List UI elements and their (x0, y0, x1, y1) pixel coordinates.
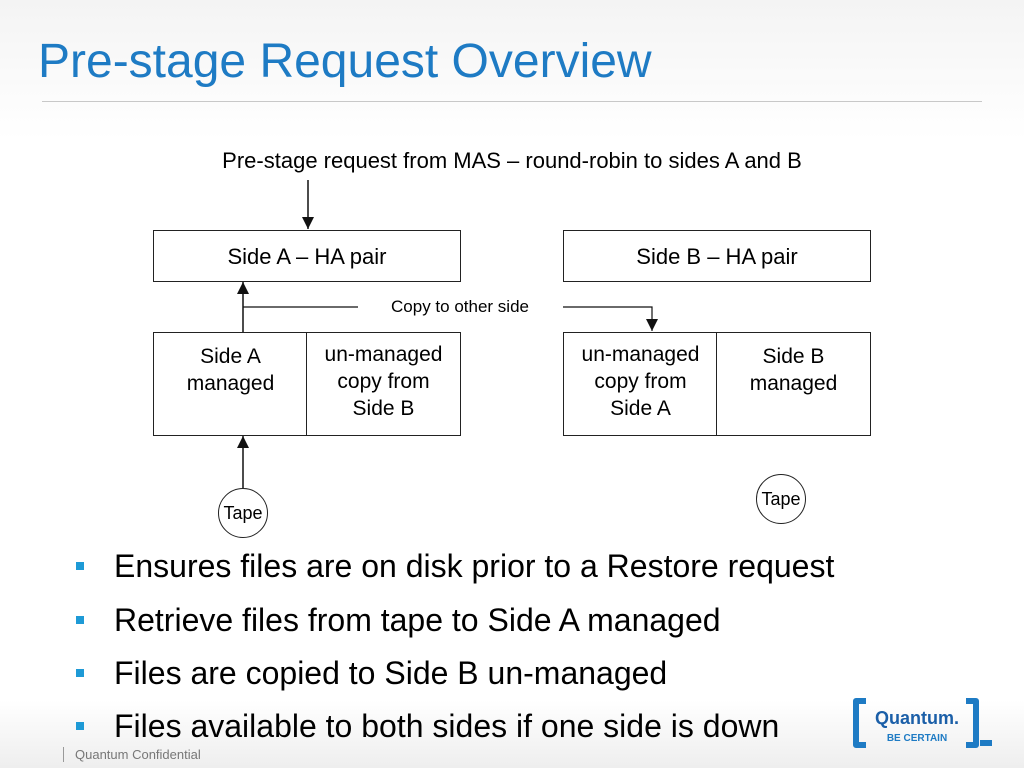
side-a-managed-box: Side A managed (153, 332, 308, 436)
side-a-ha-pair-box: Side A – HA pair (153, 230, 461, 282)
copy-label: Copy to other side (391, 297, 529, 316)
footer-confidential: Quantum Confidential (63, 747, 201, 762)
logo-brackets-icon (853, 698, 992, 748)
side-a-unmanaged-box: un-managed copy from Side B (306, 332, 461, 436)
bullet-text: Files available to both sides if one sid… (114, 708, 780, 744)
bullet-icon (76, 561, 84, 570)
tape-a-circle: Tape (218, 488, 268, 538)
bullet-text: Retrieve files from tape to Side A manag… (114, 602, 721, 638)
bullet-item: Files are copied to Side B un-managed (76, 655, 667, 692)
copy-line-right (563, 306, 658, 331)
side-b-unmanaged-box: un-managed copy from Side A (563, 332, 718, 436)
bullet-icon (76, 721, 84, 730)
diagram-caption: Pre-stage request from MAS – round-robin… (222, 148, 802, 173)
bullet-text: Files are copied to Side B un-managed (114, 655, 668, 691)
bullet-item: Ensures files are on disk prior to a Res… (76, 548, 834, 585)
logo-wordmark: Quantum. (875, 708, 959, 728)
side-b-ha-pair-box: Side B – HA pair (563, 230, 871, 282)
side-b-managed-box: Side B managed (716, 332, 871, 436)
quantum-logo: Quantum. BE CERTAIN (852, 698, 992, 750)
bullet-icon (76, 615, 84, 624)
slide-title: Pre-stage Request Overview (38, 35, 652, 88)
tape-b-circle: Tape (756, 474, 806, 524)
logo-tagline: BE CERTAIN (886, 733, 948, 744)
title-divider (42, 101, 982, 102)
bullet-icon (76, 668, 84, 677)
bullet-item: Files available to both sides if one sid… (76, 708, 779, 745)
bullet-text: Ensures files are on disk prior to a Res… (114, 548, 835, 584)
bullet-item: Retrieve files from tape to Side A manag… (76, 602, 721, 639)
